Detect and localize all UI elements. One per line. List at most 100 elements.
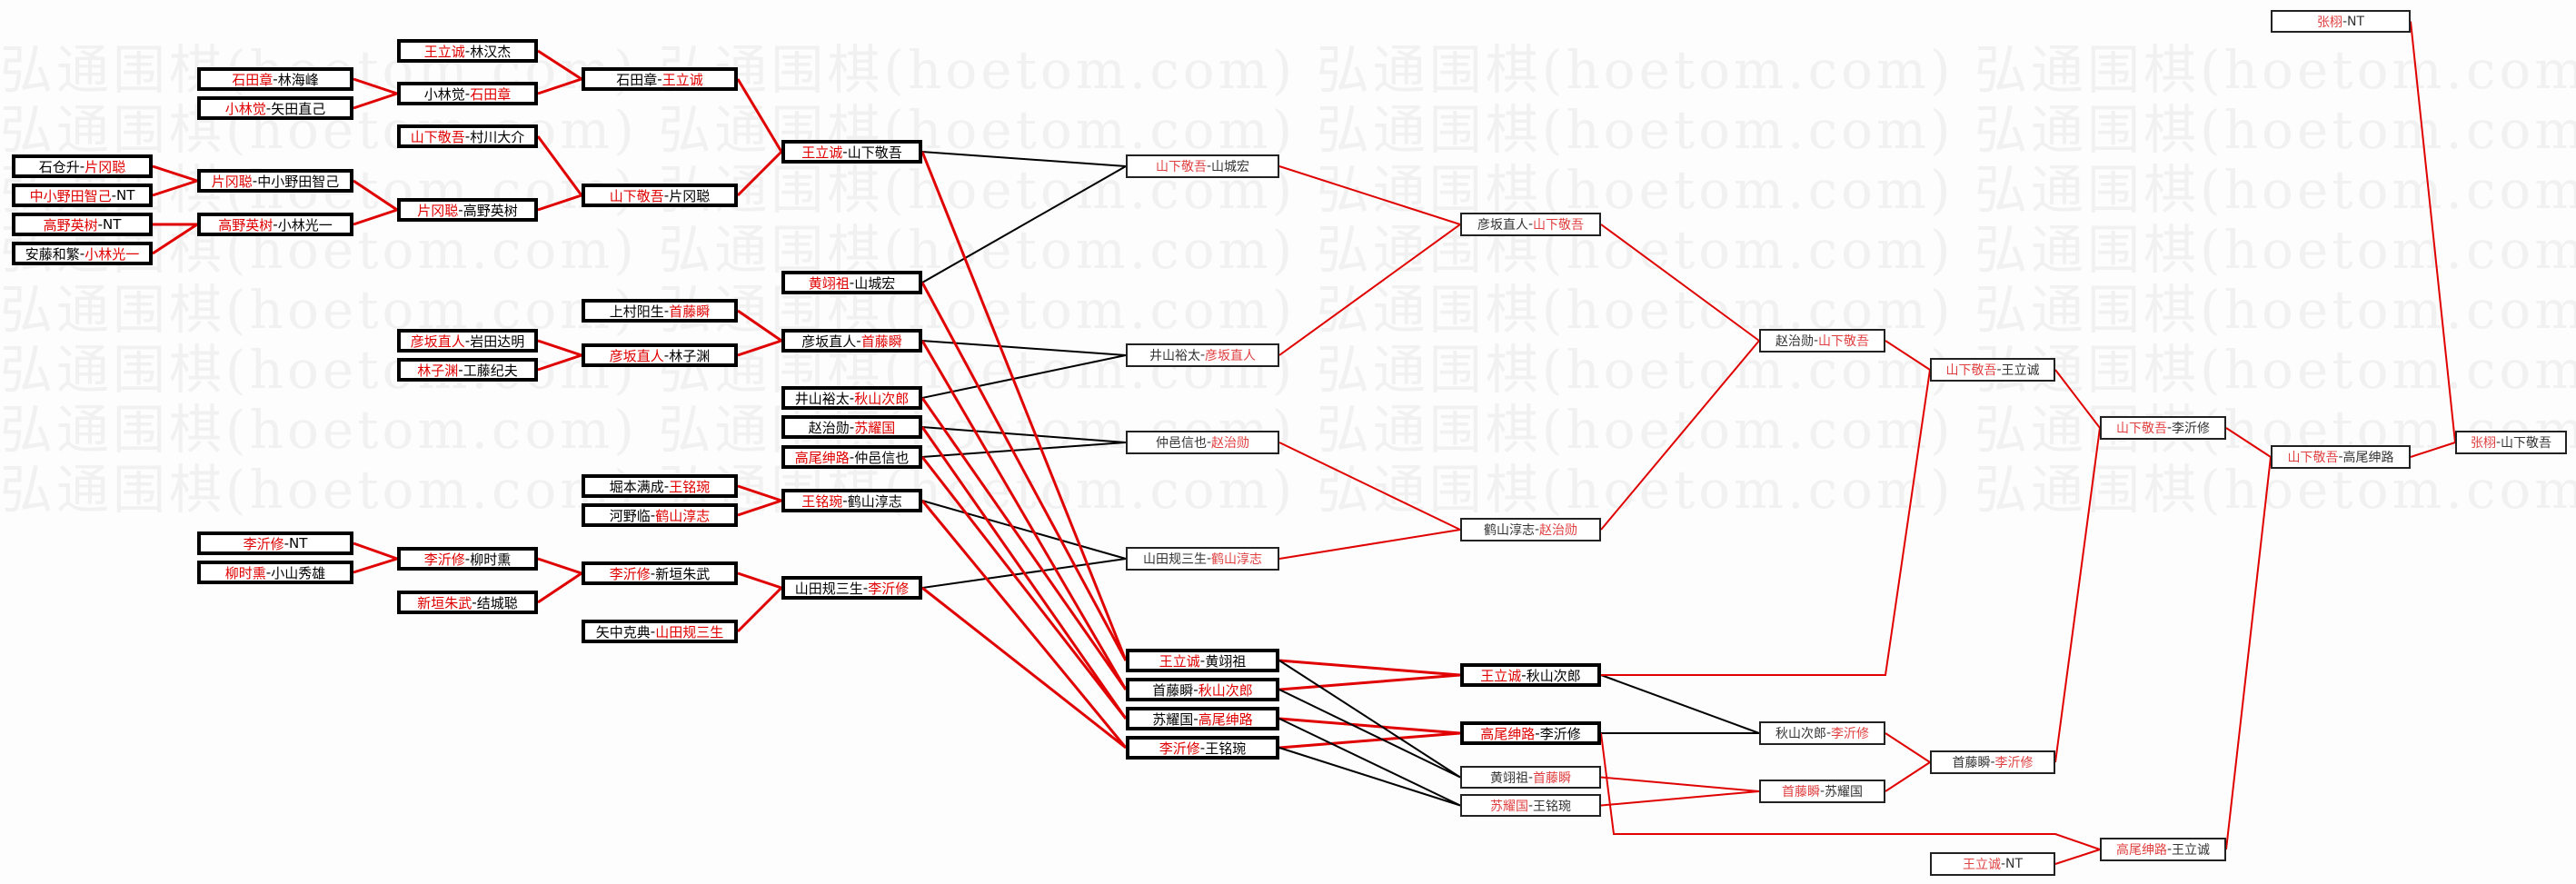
match-box: 首藤瞬-苏耀国	[1759, 780, 1885, 803]
winner-path-line	[1278, 442, 1461, 531]
player-1: 井山裕太	[1149, 349, 1200, 363]
match-box: 石田章-林海峰	[197, 67, 353, 91]
player-2: 李沂修	[868, 580, 910, 597]
match-box: 新垣朱武-结城聪	[397, 591, 538, 614]
match-box: 上村阳生-首藤瞬	[582, 299, 738, 323]
winner-path-line	[537, 557, 582, 575]
winner-path-line	[921, 586, 1127, 750]
separator: -	[111, 187, 117, 204]
player-1: 王立诚	[801, 144, 843, 161]
match-box: 彦坂直人-岩田达明	[397, 329, 538, 353]
separator: -	[663, 303, 670, 319]
match-box: 李沂修-NT	[197, 531, 353, 555]
player-2: 赵治勋	[1211, 436, 1250, 451]
match-box: 山下敬吾-片冈聪	[582, 184, 738, 207]
player-2: 鹤山淳志	[655, 507, 711, 524]
winner-path-line	[2054, 369, 2101, 429]
separator: -	[657, 71, 662, 87]
separator: -	[1825, 726, 1832, 740]
winner-path-line	[2410, 442, 2456, 458]
winner-path-line	[1885, 732, 1931, 763]
separator: -	[458, 202, 463, 218]
loser-path-line	[921, 426, 1127, 443]
player-2: NT	[103, 216, 122, 233]
match-box: 彦坂直人-林子渊	[582, 343, 738, 367]
player-1: 小林觉	[224, 100, 266, 117]
match-box: 中小野田智己-NT	[12, 184, 153, 207]
winner-path-line	[1278, 673, 1461, 691]
separator: -	[283, 535, 290, 551]
winner-path-line	[353, 179, 398, 212]
winner-path-line	[353, 92, 398, 110]
match-box: 王立诚-NT	[1930, 852, 2055, 876]
player-1: 李沂修	[1159, 740, 1200, 757]
player-2: 矢田直己	[271, 100, 326, 117]
player-1: 黄翊祖	[1489, 770, 1528, 786]
player-1: 林子渊	[417, 362, 459, 379]
player-1: 仲邑信也	[1155, 436, 1207, 451]
winner-path-line	[537, 339, 582, 357]
separator: -	[663, 347, 670, 363]
winner-path-line	[737, 571, 782, 590]
player-1: 山下敬吾	[1945, 363, 1997, 378]
separator: -	[464, 43, 471, 59]
separator: -	[1813, 333, 1819, 348]
player-2: 结城聪	[476, 594, 518, 611]
separator: -	[2166, 842, 2173, 857]
match-box: 王立诚-黄翊祖	[1126, 649, 1279, 672]
player-2: 山城宏	[1211, 160, 1250, 174]
separator: -	[2166, 421, 2173, 435]
player-2: 石田章	[470, 85, 512, 103]
player-2: NT	[289, 535, 308, 551]
match-box: 矢中克典-山田规三生	[582, 620, 738, 643]
match-box: 山下敬吾-王立诚	[1930, 358, 2055, 382]
player-2: 林汉杰	[470, 43, 512, 60]
separator: -	[1206, 435, 1212, 450]
winner-path-line	[920, 456, 1128, 720]
match-box: 山田规三生-李沂修	[781, 576, 922, 600]
player-2: 王立诚	[2172, 843, 2211, 858]
loser-path-line	[921, 165, 1127, 283]
player-1: 山下敬吾	[2115, 422, 2167, 436]
separator: -	[273, 216, 278, 233]
loser-path-line	[1600, 674, 1760, 734]
player-2: 秋山次郎	[1526, 667, 1581, 684]
match-box: 彦坂直人-首藤瞬	[781, 329, 922, 353]
player-2: 小林光一	[85, 245, 140, 263]
separator: -	[849, 419, 855, 435]
player-1: 小林觉	[423, 85, 465, 103]
match-box: 王立诚-秋山次郎	[1460, 663, 1601, 687]
winner-path-line	[537, 77, 582, 95]
match-box: 堀本满成-王铭琬	[582, 474, 738, 498]
separator: -	[79, 245, 85, 262]
player-1: 高尾绅路	[2115, 843, 2167, 858]
match-box: 黄翊祖-山城宏	[781, 271, 922, 294]
separator: -	[663, 478, 670, 494]
player-1: 山下敬吾	[410, 128, 465, 145]
player-1: 王立诚	[423, 43, 465, 60]
player-1: 高野英树	[218, 216, 274, 233]
separator: -	[2338, 450, 2343, 464]
player-1: 片冈聪	[211, 173, 253, 190]
player-2: 山下敬吾	[847, 144, 902, 161]
player-1: 首藤瞬	[1152, 681, 1194, 699]
winner-path-line	[537, 49, 582, 81]
match-box: 石田章-王立诚	[582, 67, 738, 91]
winner-path-line	[537, 571, 582, 604]
player-2: 王立诚	[661, 71, 703, 88]
separator: -	[1819, 784, 1825, 799]
separator: -	[265, 100, 272, 116]
player-2: 苏耀国	[854, 419, 896, 436]
separator: -	[1534, 522, 1540, 537]
player-1: 苏耀国	[1489, 799, 1528, 814]
player-2: 李沂修	[1539, 725, 1581, 742]
separator: -	[1206, 159, 1212, 174]
player-1: 王立诚	[1962, 858, 2001, 872]
player-2: 王铭琬	[1205, 740, 1247, 757]
winner-path-line	[353, 557, 398, 574]
player-2: 彦坂直人	[1205, 349, 1257, 363]
match-box: 高尾绅路-仲邑信也	[781, 445, 922, 469]
winner-path-line	[2225, 427, 2272, 458]
match-box: 小林觉-石田章	[397, 82, 538, 105]
match-box: 鹤山淳志-赵治勋	[1460, 518, 1601, 541]
